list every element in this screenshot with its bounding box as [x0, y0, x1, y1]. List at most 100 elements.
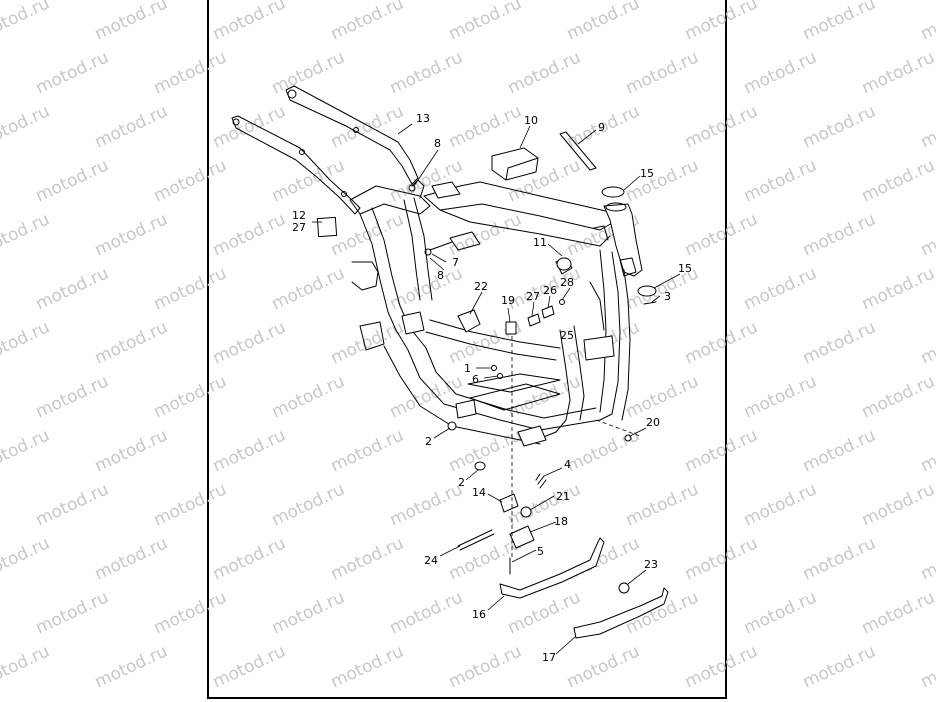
watermark-text-46: motod.ru [800, 101, 879, 152]
watermark-text-32: motod.ru [269, 47, 348, 98]
watermark-text-64: motod.ru [682, 209, 761, 260]
watermark-text-142: motod.ru [918, 641, 936, 692]
watermark-text-66: motod.ru [918, 209, 936, 260]
watermark-text-107: motod.ru [151, 479, 230, 530]
watermark-text-79: motod.ru [210, 317, 289, 368]
callout-20: 20 [646, 416, 660, 429]
part-14-bracket [499, 493, 519, 513]
watermark-text-30: motod.ru [33, 47, 112, 98]
watermark-text-60: motod.ru [210, 209, 289, 260]
part-27-clip [527, 313, 541, 327]
part-28-rivet [559, 299, 565, 305]
callout-6: 6 [472, 373, 479, 386]
watermark-text-77: motod.ru [0, 317, 53, 368]
watermark-text-37: motod.ru [859, 47, 936, 98]
callout-8-lower: 8 [437, 269, 444, 282]
watermark-text-117: motod.ru [210, 533, 289, 584]
callout-23: 23 [644, 558, 658, 571]
watermark-text-104: motod.ru [918, 425, 936, 476]
watermark-text-58: motod.ru [0, 209, 53, 260]
part-4-spring [535, 473, 547, 489]
callout-15-lower: 15 [678, 262, 692, 275]
callout-14: 14 [472, 486, 486, 499]
callout-labels: 13 8 10 9 15 12 27 11 7 8 15 3 22 19 27 … [292, 112, 692, 664]
watermark-text-92: motod.ru [623, 371, 702, 422]
watermark-text-71: motod.ru [387, 263, 466, 314]
watermark-text-69: motod.ru [151, 263, 230, 314]
watermark-text-97: motod.ru [92, 425, 171, 476]
watermark-text-88: motod.ru [151, 371, 230, 422]
callout-27-lower: 27 [526, 290, 540, 303]
watermark-text-61: motod.ru [328, 209, 407, 260]
callout-22: 22 [474, 280, 488, 293]
watermark-text-103: motod.ru [800, 425, 879, 476]
watermark-text-23: motod.ru [328, 0, 407, 45]
watermark-text-134: motod.ru [0, 641, 53, 692]
part-18-pivot [509, 525, 535, 549]
watermark-text-47: motod.ru [918, 101, 936, 152]
watermark-text-83: motod.ru [682, 317, 761, 368]
watermark-text-108: motod.ru [269, 479, 348, 530]
watermark-text-127: motod.ru [269, 587, 348, 638]
watermark-text-90: motod.ru [387, 371, 466, 422]
part-22-bracket [457, 309, 481, 333]
watermark-text-84: motod.ru [800, 317, 879, 368]
watermark-text-50: motod.ru [151, 155, 230, 206]
callout-8-upper: 8 [434, 137, 441, 150]
callout-10: 10 [524, 114, 538, 127]
watermark-text-74: motod.ru [741, 263, 820, 314]
watermark-text-49: motod.ru [33, 155, 112, 206]
watermark-text-137: motod.ru [328, 641, 407, 692]
callout-21: 21 [556, 490, 570, 503]
leader-lines [312, 123, 681, 655]
watermark-text-78: motod.ru [92, 317, 171, 368]
watermark-text-98: motod.ru [210, 425, 289, 476]
watermark-text-112: motod.ru [741, 479, 820, 530]
callout-16: 16 [472, 608, 486, 621]
watermark-text-80: motod.ru [328, 317, 407, 368]
part-26-clip [541, 305, 555, 319]
watermark-text-126: motod.ru [151, 587, 230, 638]
callout-24: 24 [424, 554, 438, 567]
part-21-washer [520, 506, 532, 518]
part-1-fastener [491, 365, 497, 371]
watermark-text-136: motod.ru [210, 641, 289, 692]
watermark-text-33: motod.ru [387, 47, 466, 98]
watermark-text-52: motod.ru [387, 155, 466, 206]
callout-15-upper: 15 [640, 167, 654, 180]
watermark-text-39: motod.ru [0, 101, 53, 152]
part-15-plug-upper [601, 186, 625, 198]
watermark-text-45: motod.ru [682, 101, 761, 152]
callout-18: 18 [554, 515, 568, 528]
watermark-text-56: motod.ru [859, 155, 936, 206]
watermark-text-122: motod.ru [800, 533, 879, 584]
watermark-text-121: motod.ru [682, 533, 761, 584]
part-3-screw [643, 301, 657, 305]
watermark-text-40: motod.ru [92, 101, 171, 152]
watermark-text-109: motod.ru [387, 479, 466, 530]
watermark-text-141: motod.ru [800, 641, 879, 692]
watermark-text-28: motod.ru [918, 0, 936, 45]
part-7-bolt [429, 241, 453, 251]
watermark-text-139: motod.ru [564, 641, 643, 692]
watermark-text-132: motod.ru [859, 587, 936, 638]
part-11-plug [556, 257, 572, 271]
callout-2-lower: 2 [458, 476, 465, 489]
part-24-pin [457, 529, 495, 551]
watermark-text-27: motod.ru [800, 0, 879, 45]
watermark-text-85: motod.ru [918, 317, 936, 368]
watermark-text-34: motod.ru [505, 47, 584, 98]
part-9-strap [559, 131, 597, 171]
watermark-text-131: motod.ru [741, 587, 820, 638]
watermark-text-20: motod.ru [0, 0, 53, 45]
callout-13: 13 [416, 112, 430, 125]
part-23-bumper [618, 582, 630, 594]
watermark-text-99: motod.ru [328, 425, 407, 476]
watermark-text-128: motod.ru [387, 587, 466, 638]
callout-9: 9 [598, 121, 605, 134]
callout-2-upper: 2 [425, 435, 432, 448]
watermark-text-68: motod.ru [33, 263, 112, 314]
